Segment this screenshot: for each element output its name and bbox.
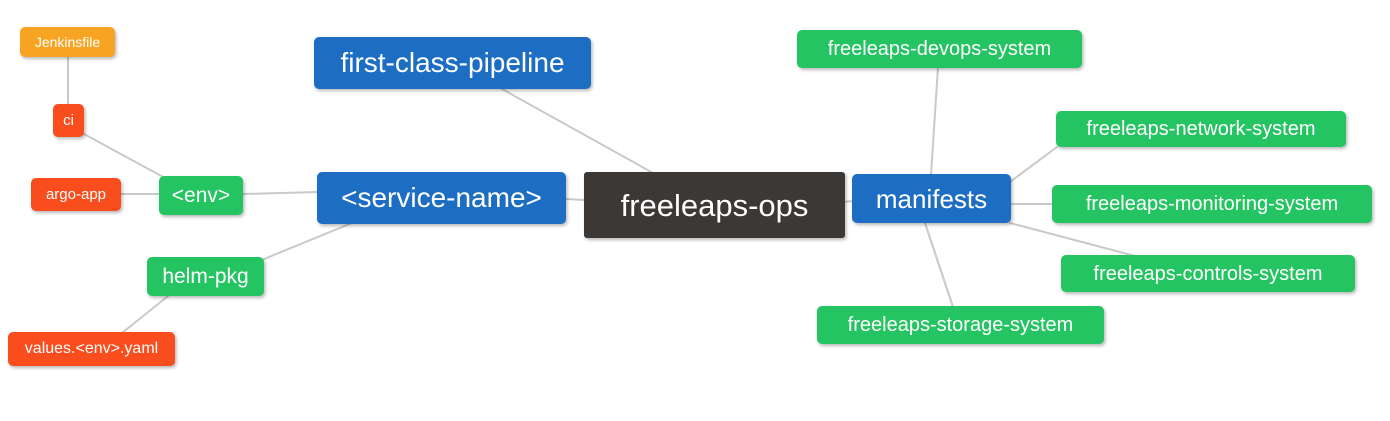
node-manifests[interactable]: manifests — [852, 174, 1011, 223]
node-helm-pkg[interactable]: helm-pkg — [147, 257, 264, 296]
edge-manifests--freeleaps-controls-system — [1009, 222, 1136, 257]
node-env[interactable]: <env> — [159, 176, 243, 215]
node-service-name[interactable]: <service-name> — [317, 172, 566, 224]
edge-manifests--freeleaps-network-system — [1009, 146, 1058, 183]
node-values-env-yaml[interactable]: values.<env>.yaml — [8, 332, 175, 366]
edge-helm-pkg--service-name — [263, 222, 353, 260]
node-freeleaps-monitoring-system[interactable]: freeleaps-monitoring-system — [1052, 185, 1372, 223]
edge-env--service-name — [242, 191, 319, 195]
edge-first-class-pipeline--freeleaps-ops — [501, 88, 654, 174]
edge-manifests--freeleaps-storage-system — [924, 222, 954, 308]
node-freeleaps-network-system[interactable]: freeleaps-network-system — [1056, 111, 1346, 147]
node-freeleaps-controls-system[interactable]: freeleaps-controls-system — [1061, 255, 1355, 292]
edge-service-name--freeleaps-ops — [565, 198, 586, 201]
node-ci[interactable]: ci — [53, 104, 84, 137]
node-freeleaps-storage-system[interactable]: freeleaps-storage-system — [817, 306, 1104, 344]
node-freeleaps-devops-system[interactable]: freeleaps-devops-system — [797, 30, 1082, 68]
edge-freeleaps-devops-system--manifests — [930, 66, 939, 176]
edge-ci--env — [83, 133, 166, 179]
edge-helm-pkg--values-env-yaml — [121, 295, 169, 334]
node-first-class-pipeline[interactable]: first-class-pipeline — [314, 37, 591, 89]
node-jenkinsfile[interactable]: Jenkinsfile — [20, 27, 115, 57]
node-freeleaps-ops[interactable]: freeleaps-ops — [584, 172, 845, 238]
node-argo-app[interactable]: argo-app — [31, 178, 121, 211]
